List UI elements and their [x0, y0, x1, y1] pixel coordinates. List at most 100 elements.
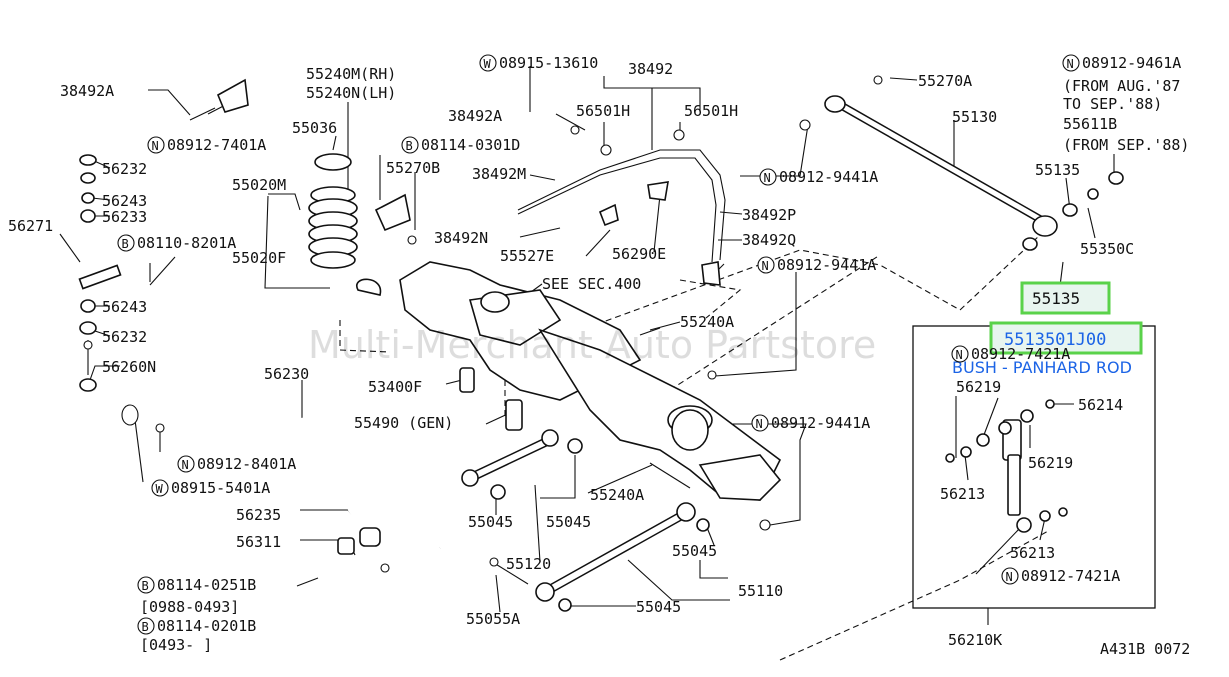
part-label-56232: 56232: [102, 160, 147, 178]
prefix-circle: [401, 136, 419, 154]
prefix-letter: B: [142, 579, 149, 593]
part-number-text: 56219: [1028, 454, 1073, 472]
part-number-text: 08114-0251B: [157, 576, 256, 594]
part-number-text: 56233: [102, 208, 147, 226]
part-label-to-sep-88-: TO SEP.'88): [1063, 95, 1162, 113]
part-number-text: (FROM AUG.'87: [1063, 77, 1180, 95]
prefix-letter: B: [142, 620, 149, 634]
part-label-55045: 55045: [636, 598, 681, 616]
part-label-55020f: 55020F: [232, 249, 286, 267]
part-label--from-aug-87: (FROM AUG.'87: [1063, 77, 1180, 95]
part-number-text: 56501H: [684, 102, 738, 120]
part-label-55020m: 55020M: [232, 176, 286, 194]
prefix-letter: N: [956, 348, 963, 362]
prefix-letter: N: [756, 417, 763, 431]
part-number-text: 55110: [738, 582, 783, 600]
part-label-55350c: 55350C: [1080, 240, 1134, 258]
brake-lines: [517, 125, 726, 286]
part-label-56271: 56271: [8, 217, 53, 235]
part-label-56233: 56233: [102, 208, 147, 226]
part-label-08912-7421a: N 08912-7421A: [1001, 567, 1120, 585]
part-number-text: 38492A: [60, 82, 114, 100]
part-number-text: 55240A: [590, 486, 644, 504]
part-number-text: 56214: [1078, 396, 1123, 414]
see-section-note: SEE SEC.400: [542, 275, 641, 293]
part-label-56213: 56213: [1010, 544, 1055, 562]
prefix-circle: [137, 617, 155, 635]
part-number-text: 56213: [1010, 544, 1055, 562]
part-number-text: 56243: [102, 192, 147, 210]
axle-housing: [399, 261, 782, 501]
part-number-text: 08114-0301D: [421, 136, 520, 154]
prefix-circle: [147, 136, 165, 154]
prefix-circle: [479, 54, 497, 72]
part-number-text: 38492N: [434, 229, 488, 247]
part-label-55055a: 55055A: [466, 610, 520, 628]
highlight-oem-link[interactable]: 5513501J00: [1004, 330, 1106, 350]
part-label-55045: 55045: [672, 542, 717, 560]
part-number-text: 56235: [236, 506, 281, 524]
prefix-circle: [757, 256, 775, 274]
part-label-08912-9441a: N 08912-9441A: [751, 414, 870, 432]
part-number-text: 38492: [628, 60, 673, 78]
part-label-56232: 56232: [102, 328, 147, 346]
highlight-part-number: 55135: [1032, 289, 1080, 308]
prefix-circle: [751, 414, 769, 432]
part-number-text: 55055A: [466, 610, 520, 628]
prefix-letter: N: [182, 458, 189, 472]
part-number-text: 55270B: [386, 159, 440, 177]
part-number-text: 55270A: [918, 72, 972, 90]
part-label-56260n: 56260N: [102, 358, 156, 376]
part-number-text: 38492Q: [742, 231, 796, 249]
part-number-text: 56210K: [948, 631, 1002, 649]
part-label-56243: 56243: [102, 298, 147, 316]
part-label-56210k: 56210K: [948, 631, 1002, 649]
part-number-text: 08915-5401A: [171, 479, 270, 497]
part-number-text: 08912-9441A: [771, 414, 870, 432]
part-number-text: 08912-8401A: [197, 455, 296, 473]
part-number-text: 56501H: [576, 102, 630, 120]
part-label-55527e: 55527E: [500, 247, 554, 265]
part-label-55120: 55120: [506, 555, 551, 573]
part-number-text: 08114-0201B: [157, 617, 256, 635]
part-number-text: 56232: [102, 328, 147, 346]
part-number-text: 56219: [956, 378, 1001, 396]
shock-absorber-group: [912, 325, 1156, 609]
part-number-text: 55045: [546, 513, 591, 531]
part-label-56219: 56219: [956, 378, 1001, 396]
panhard-rod: [799, 75, 1124, 251]
part-number-text: 56290E: [612, 245, 666, 263]
prefix-letter: N: [1006, 570, 1013, 584]
part-number-text: 56311: [236, 533, 281, 551]
part-label-56501h: 56501H: [684, 102, 738, 120]
part-label-55135: 55135: [1035, 161, 1080, 179]
part-number-text: 56271: [8, 217, 53, 235]
part-number-text: 55240A: [680, 313, 734, 331]
highlight-description: BUSH - PANHARD ROD: [952, 358, 1132, 377]
prefix-letter: N: [762, 259, 769, 273]
part-label-53400f: 53400F: [368, 378, 422, 396]
prefix-circle: [151, 479, 169, 497]
prefix-letter: N: [152, 139, 159, 153]
part-number-text: 08912-7421A: [1021, 567, 1120, 585]
part-number-text: 56213: [940, 485, 985, 503]
part-label--from-sep-88-: (FROM SEP.'88): [1063, 136, 1189, 154]
part-label-08912-8401a: N 08912-8401A: [177, 455, 296, 473]
prefix-letter: N: [1067, 57, 1074, 71]
part-label-55110: 55110: [738, 582, 783, 600]
part-label-55045: 55045: [468, 513, 513, 531]
prefix-circle: [1001, 567, 1019, 585]
part-number-text: 55490 (GEN): [354, 414, 453, 432]
part-label-56501h: 56501H: [576, 102, 630, 120]
highlight-callout: 55135 5513501J00 BUSH - PANHARD ROD: [952, 281, 1143, 377]
part-number-text: 38492P: [742, 206, 796, 224]
part-number-text: 56243: [102, 298, 147, 316]
part-label-55045: 55045: [546, 513, 591, 531]
part-label-55490-gen-: 55490 (GEN): [354, 414, 453, 432]
part-number-text: 55020F: [232, 249, 286, 267]
